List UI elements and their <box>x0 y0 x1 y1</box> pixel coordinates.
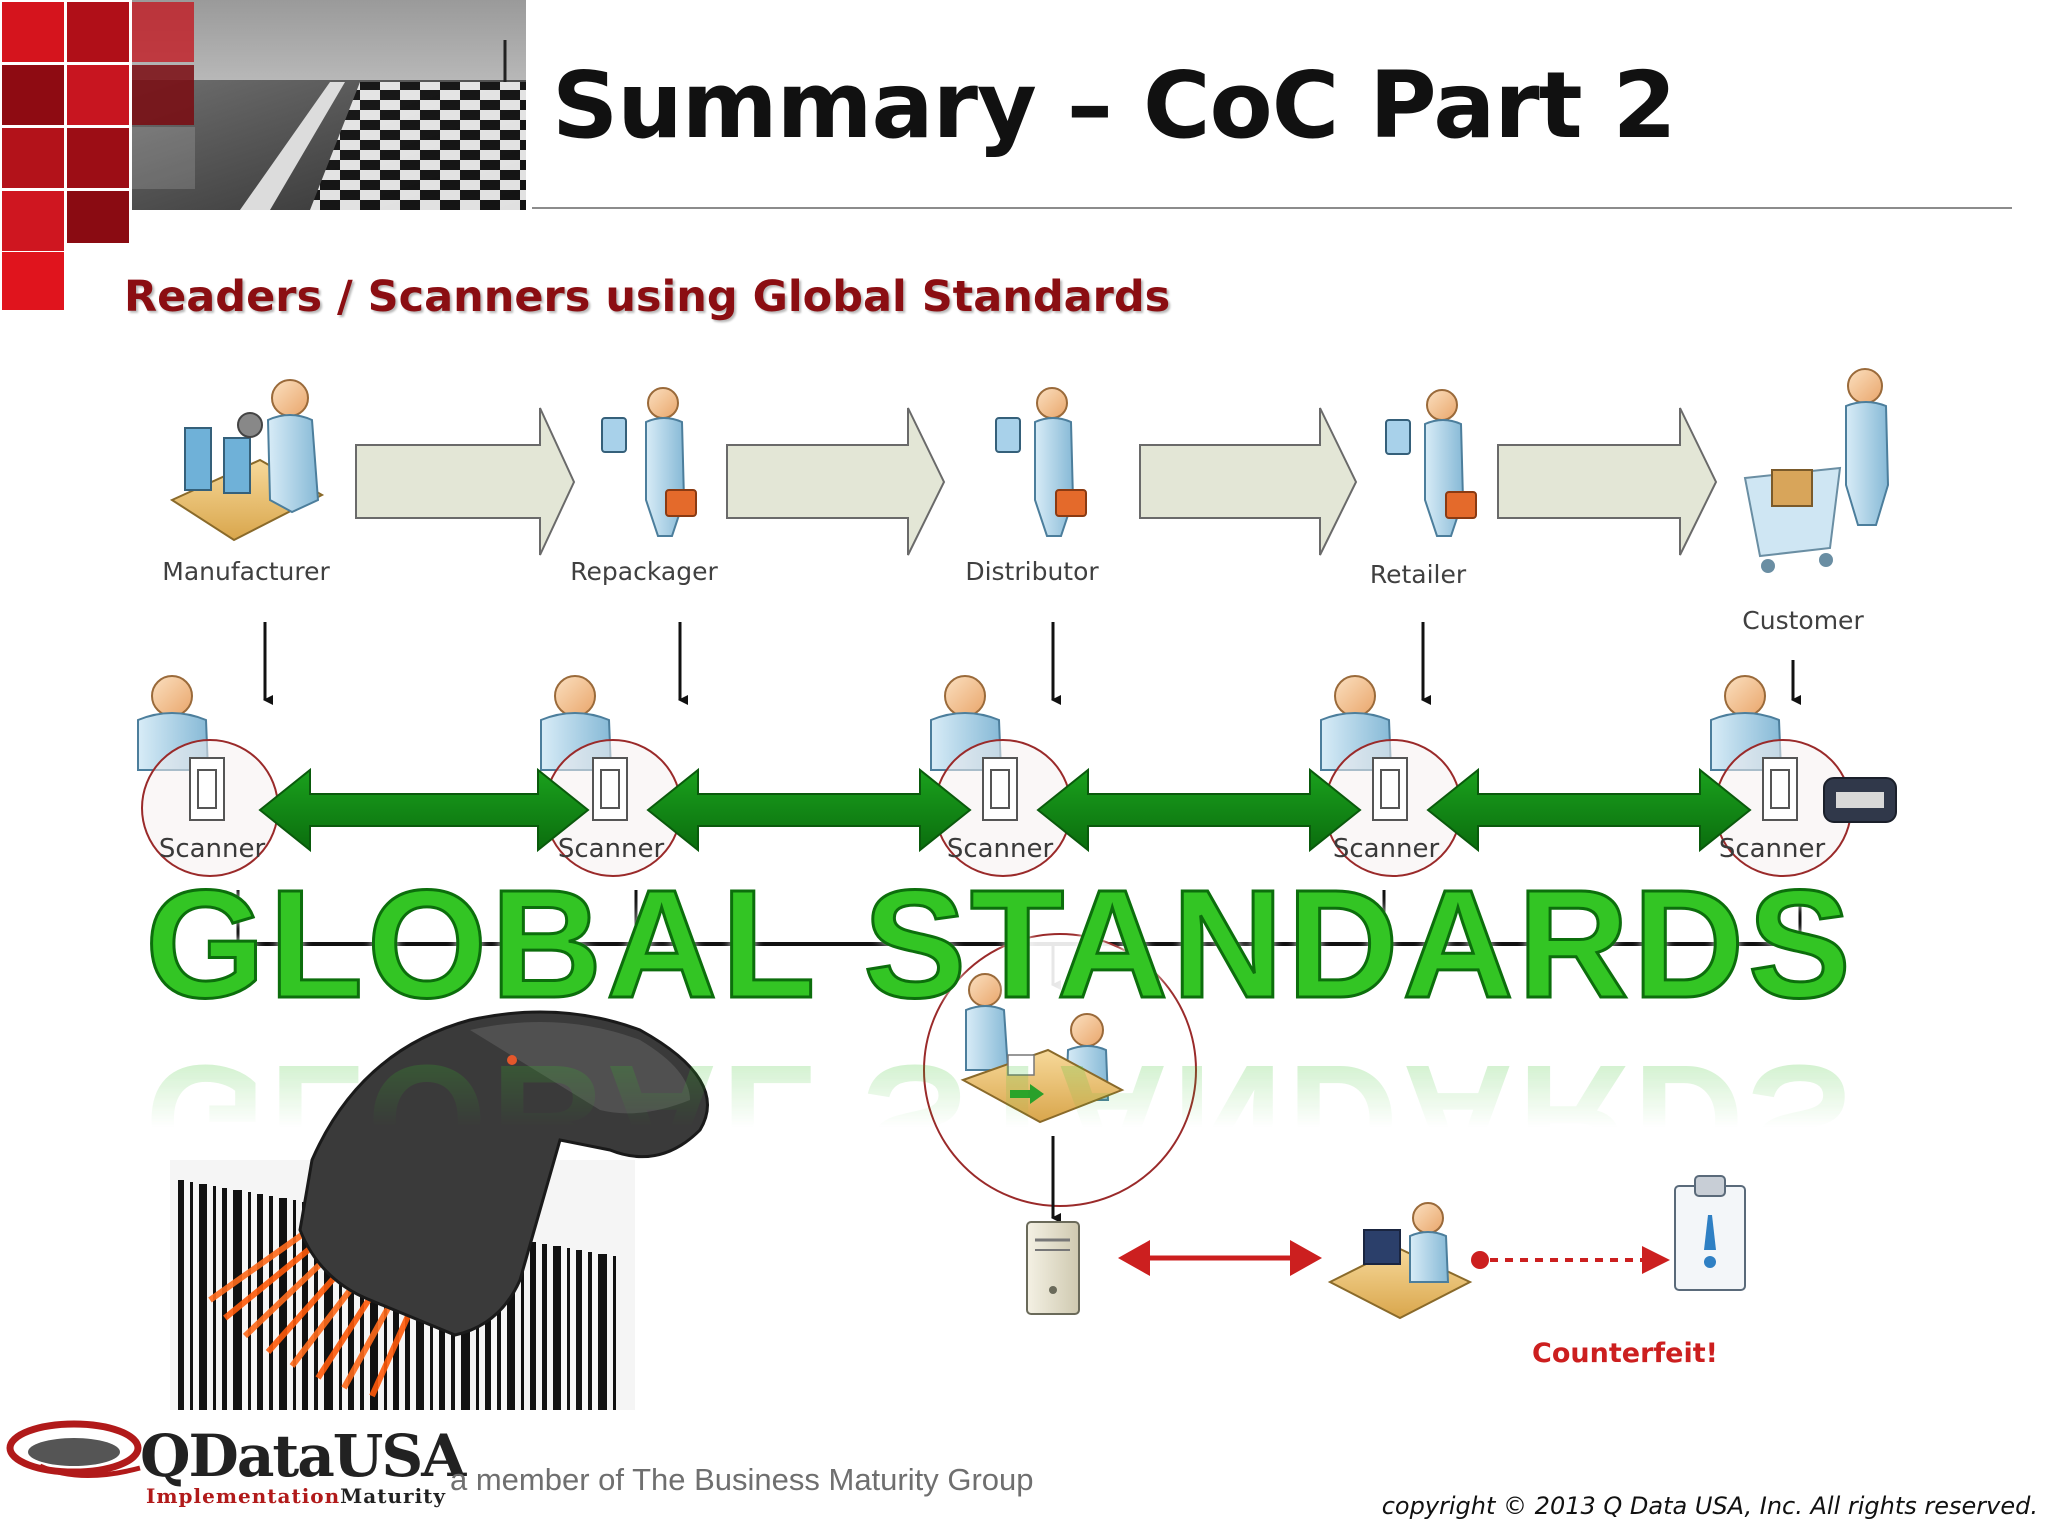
node-label-manufacturer: Manufacturer <box>162 557 330 586</box>
distributor-icon <box>995 387 1087 537</box>
scanner-label: Scanner <box>158 834 266 864</box>
meeting-icon <box>923 933 1197 1223</box>
global-standards-reflection: GLOBAL STANDARDS <box>145 1033 1855 1205</box>
red-double-arrow <box>1118 1240 1322 1276</box>
global-standards-banner: GLOBAL STANDARDS <box>144 857 1855 1032</box>
retailer-icon <box>1385 389 1477 537</box>
red-squares <box>2 2 195 310</box>
scanner-station-3 <box>930 675 1072 877</box>
repackager-icon <box>601 387 697 537</box>
green-arrow-1 <box>258 767 590 853</box>
scanner-label: Scanner <box>557 834 665 864</box>
section-subtitle: Readers / Scanners using Global Standard… <box>124 272 1171 322</box>
node-label-repackager: Repackager <box>570 557 718 586</box>
green-arrow-2 <box>646 767 972 853</box>
alert-clipboard-icon <box>1674 1175 1746 1291</box>
member-statement: a member of The Business Maturity Group <box>450 1462 1034 1497</box>
barcode-scanner-photo <box>170 1010 709 1410</box>
title-divider <box>532 207 2012 209</box>
company-logo-tagline: ImplementationMaturity <box>146 1484 446 1508</box>
scanner-label: Scanner <box>1718 834 1826 864</box>
green-arrow-4 <box>1426 767 1752 853</box>
company-logo-name: QDataUSA <box>140 1422 466 1490</box>
scanner-label: Scanner <box>1332 834 1440 864</box>
node-label-distributor: Distributor <box>965 557 1099 586</box>
corner-graphic <box>2 0 526 310</box>
process-arrow-3 <box>1139 407 1358 556</box>
workstation-icon <box>1327 1202 1473 1320</box>
green-double-arrows <box>258 767 1752 853</box>
customer-icon <box>1743 368 1890 573</box>
manufacturer-icon <box>169 379 325 542</box>
green-arrow-3 <box>1036 767 1362 853</box>
copyright-notice: copyright © 2013 Q Data USA, Inc. All ri… <box>1381 1492 2038 1520</box>
down-arrows <box>263 622 1801 705</box>
logo-tagline-part1: Implementation <box>146 1484 341 1508</box>
counterfeit-label: Counterfeit! <box>1532 1338 1718 1369</box>
process-arrow-2 <box>726 407 946 556</box>
page-title: Summary – CoC Part 2 <box>552 52 1677 159</box>
process-arrow-1 <box>355 407 576 556</box>
dotted-red-arrow <box>1471 1246 1670 1274</box>
scanner-station-2 <box>540 675 682 877</box>
qdata-logo-mark <box>6 1420 142 1479</box>
node-label-customer: Customer <box>1742 606 1864 635</box>
process-arrows <box>355 407 1718 556</box>
server-icon <box>1026 1221 1080 1315</box>
scanner-station-5 <box>1710 675 1897 877</box>
logo-tagline-part2: Maturity <box>340 1484 447 1508</box>
scanner-label: Scanner <box>946 834 1054 864</box>
node-label-retailer: Retailer <box>1369 560 1467 589</box>
runway-photo <box>132 0 526 210</box>
process-arrow-4 <box>1497 407 1718 556</box>
scanner-station-1 <box>137 675 279 877</box>
